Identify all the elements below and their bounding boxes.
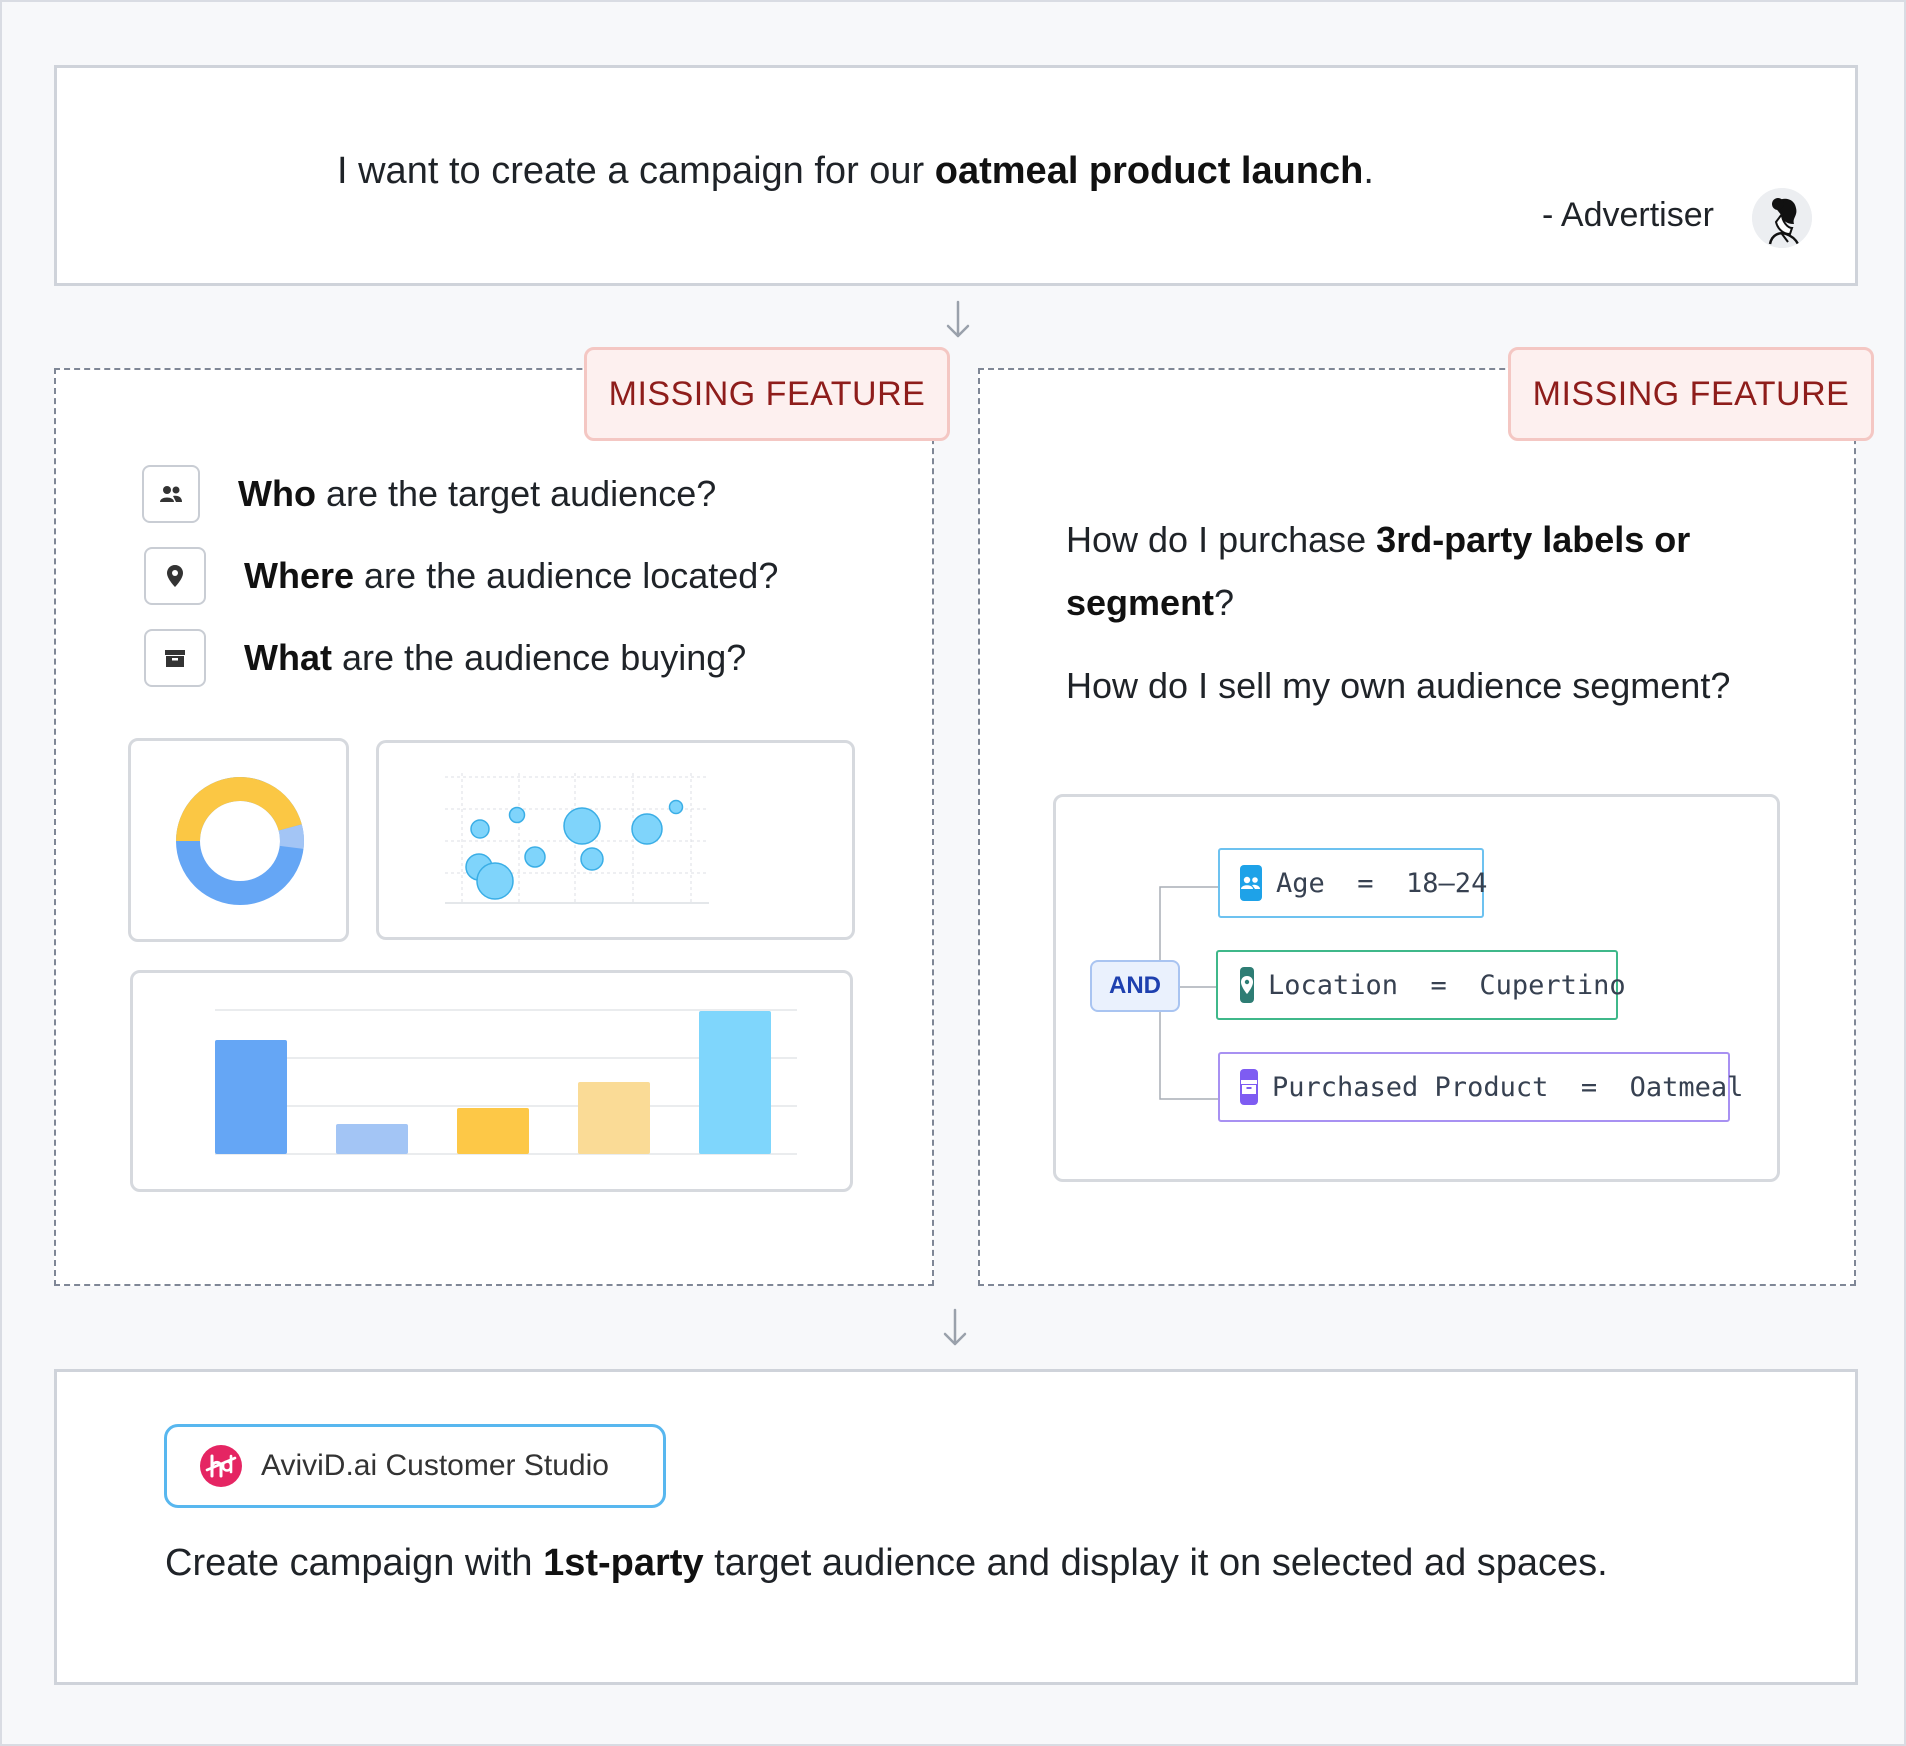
bar-2 bbox=[336, 1124, 408, 1154]
question-what: What are the audience buying? bbox=[144, 628, 746, 688]
request-emphasis: oatmeal product launch bbox=[934, 150, 1364, 192]
studio-name: AviviD.ai Customer Studio bbox=[261, 1449, 609, 1482]
down-arrow-icon bbox=[946, 300, 970, 338]
missing-feature-badge-left: MISSING FEATURE bbox=[584, 347, 950, 441]
woman-avatar-icon bbox=[1752, 188, 1812, 248]
bar-chart-card bbox=[130, 970, 853, 1192]
condition-purchased-product: Purchased Product = Oatmeal bbox=[1218, 1052, 1743, 1122]
question-where: Where are the audience located? bbox=[144, 546, 778, 606]
result-text: Create campaign with 1st-party target au… bbox=[165, 1542, 1608, 1584]
missing-feature-badge-right: MISSING FEATURE bbox=[1508, 347, 1874, 441]
location-pin-icon bbox=[1240, 967, 1254, 1003]
donut-segment-lightblue bbox=[278, 824, 304, 849]
users-icon bbox=[1240, 865, 1262, 901]
users-icon bbox=[142, 465, 200, 523]
archive-box-icon bbox=[1240, 1069, 1258, 1105]
question-purchase-labels: How do I purchase 3rd-party labels or se… bbox=[1066, 519, 1691, 623]
condition-location: Location = Cupertino bbox=[1216, 950, 1626, 1020]
avivid-customer-studio-pill[interactable]: AviviD.ai Customer Studio bbox=[164, 1424, 666, 1508]
archive-box-icon bbox=[144, 629, 206, 687]
bar-4 bbox=[578, 1082, 650, 1154]
question-sell-segment: How do I sell my own audience segment? bbox=[1066, 665, 1731, 706]
request-box bbox=[54, 65, 1858, 286]
donut-segment-yellow bbox=[176, 777, 302, 842]
and-operator: AND bbox=[1090, 960, 1180, 1012]
donut-chart-card bbox=[128, 738, 349, 942]
question-who: Who are the target audience? bbox=[142, 464, 716, 524]
result-box bbox=[54, 1369, 1858, 1685]
condition-age: Age = 18–24 bbox=[1218, 848, 1487, 918]
bar-5 bbox=[699, 1011, 771, 1154]
request-text: I want to create a campaign for our oatm… bbox=[337, 150, 1374, 192]
bar-3 bbox=[457, 1108, 529, 1154]
location-pin-icon bbox=[144, 547, 206, 605]
avivid-logo-icon bbox=[200, 1445, 242, 1487]
advertiser-attribution: - Advertiser bbox=[1542, 196, 1714, 234]
down-arrow-icon bbox=[943, 1308, 967, 1346]
bubble-chart-card bbox=[376, 740, 855, 940]
bar-1 bbox=[215, 1040, 287, 1154]
